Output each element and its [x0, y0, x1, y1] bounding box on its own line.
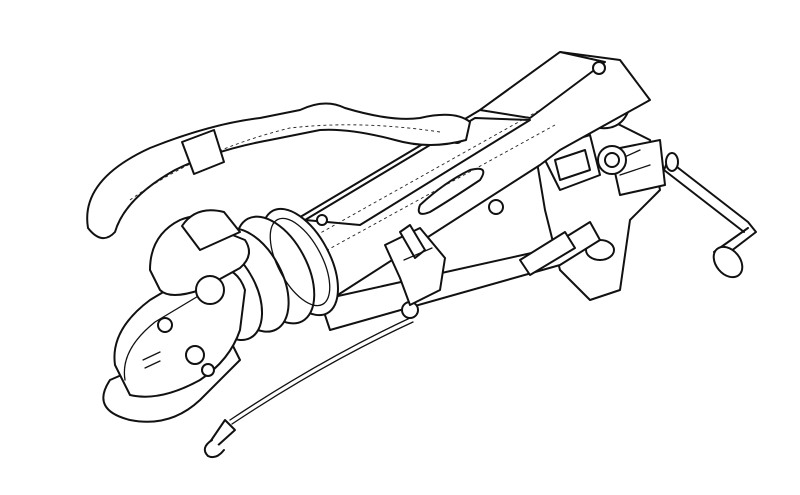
overrun-brake-lever	[384, 224, 446, 306]
mounting-plate	[319, 221, 601, 331]
breakaway-cable	[203, 317, 414, 459]
coupling-handle-lever	[86, 102, 471, 239]
drawbar-tube	[269, 51, 651, 301]
crank-handle	[663, 152, 757, 279]
ball-coupling-head	[102, 209, 250, 423]
